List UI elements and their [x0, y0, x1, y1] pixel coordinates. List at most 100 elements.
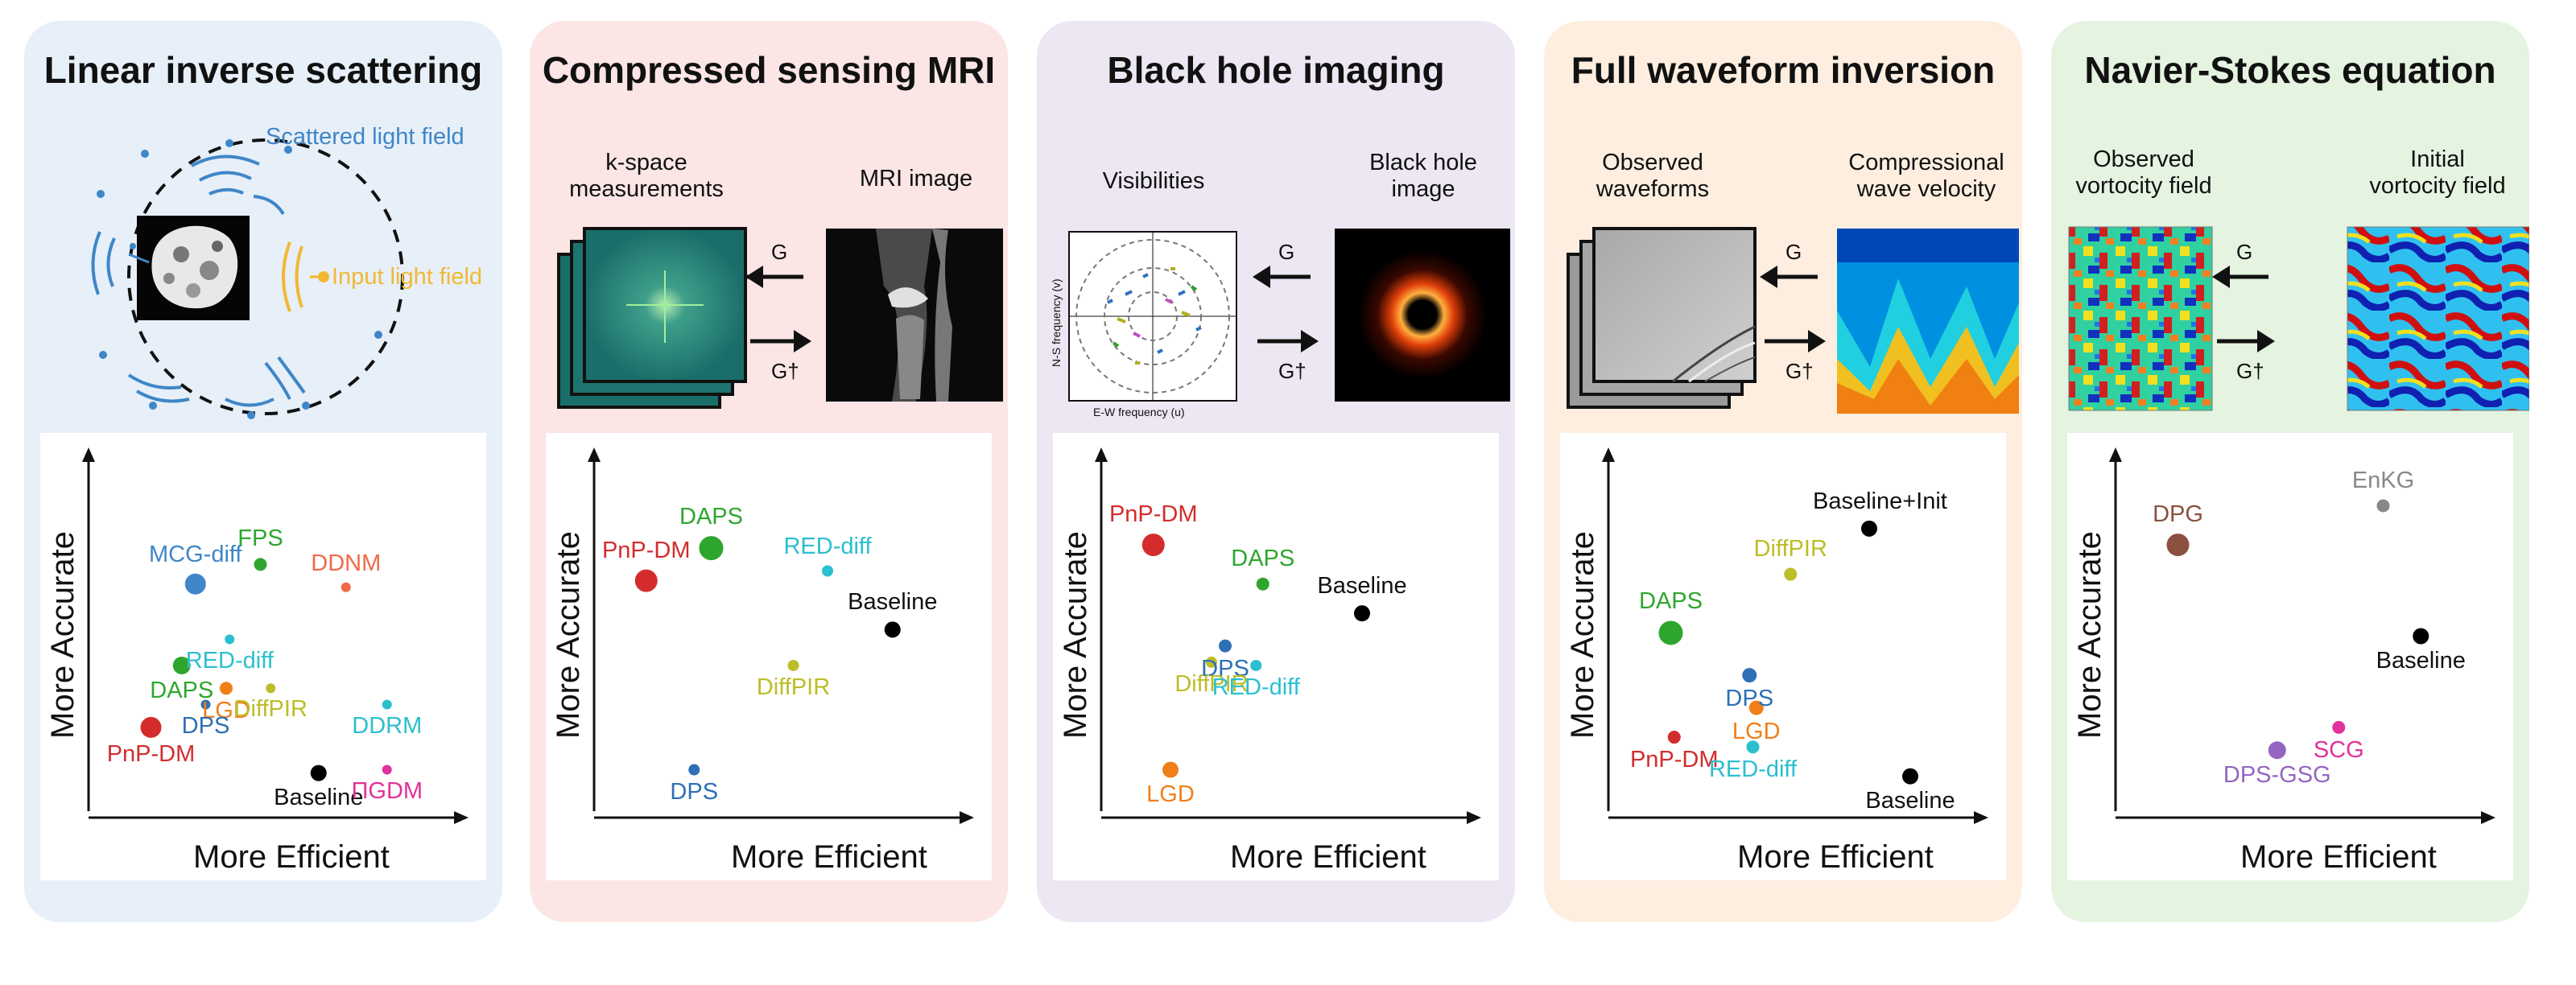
axes — [2109, 447, 2496, 824]
point-lgd — [1162, 761, 1179, 778]
y-axis-label: More Accurate — [1565, 531, 1600, 739]
point-ddnm — [341, 582, 351, 592]
point-label: DPS-GSG — [2223, 762, 2331, 789]
left-image-label: k-space measurements — [569, 150, 724, 202]
adjoint-operator: G† — [771, 359, 799, 383]
point-label: DAPS — [1639, 588, 1703, 615]
point-red-diff — [1746, 740, 1760, 754]
point-label: SCG — [2313, 736, 2364, 763]
point-daps — [172, 656, 191, 674]
point-pnp-dm — [634, 569, 658, 592]
adjoint-operator: G† — [2236, 359, 2264, 383]
waveform-illustration: Observed waveforms Compressional wave ve… — [1544, 21, 2022, 439]
x-axis-label: More Efficient — [2240, 839, 2437, 875]
point-label: PnP-DM — [106, 740, 196, 767]
point-pnp-dm — [140, 716, 162, 738]
point-baseline — [1354, 605, 1370, 622]
y-axis-label: More Accurate — [1058, 531, 1093, 739]
y-axis-label: More Accurate — [2072, 531, 2107, 739]
point-baseline-init — [1861, 520, 1877, 537]
axes — [1602, 447, 1988, 824]
axes — [82, 447, 469, 824]
point-label: LGD — [1146, 781, 1195, 807]
point-label: DPG — [2153, 501, 2203, 528]
point-baseline — [884, 621, 901, 638]
forward-operator: G — [1785, 240, 1802, 264]
panel-title: Black hole imaging — [1107, 49, 1445, 91]
x-axis-label: More Efficient — [731, 839, 927, 875]
uv-x-axis-label: E-W frequency (u) — [1093, 406, 1185, 418]
forward-operator: G — [1278, 240, 1295, 264]
panel-title: Compressed sensing MRI — [542, 49, 996, 91]
point-label: Baseline — [274, 784, 364, 810]
point-lgd — [1748, 700, 1764, 715]
right-image-label: Initial vortocity field — [2369, 146, 2506, 199]
point-pnp-dm — [1667, 731, 1681, 744]
panel-full-waveform-inversion: Full waveform inversion Obse — [1544, 21, 2022, 922]
x-axis-label: More Efficient — [1737, 839, 1934, 875]
left-image-label: Observed vortocity field — [2075, 146, 2212, 199]
panel-linear-inverse-scattering: Linear inverse scattering — [24, 21, 502, 922]
point-label: DiffPIR — [233, 696, 308, 723]
axes — [1095, 447, 1481, 824]
point-baseline — [310, 765, 327, 781]
point-label: LGD — [1732, 718, 1781, 744]
point-label: DDNM — [311, 550, 382, 576]
point-label: DPS — [1725, 686, 1774, 712]
point-label: PnP-DM — [1108, 501, 1198, 528]
point-baseline — [1902, 768, 1918, 785]
panel-black-hole-imaging: Black hole imaging — [1037, 21, 1515, 922]
scatter-svg — [1095, 447, 1481, 824]
y-axis-label: More Accurate — [551, 531, 586, 739]
point-label: DDRM — [352, 712, 423, 739]
point-lgd — [220, 682, 233, 695]
point-label: ΠGDM — [351, 777, 423, 804]
scatter-plot: More Accurate More Efficient Baseline+In… — [1560, 433, 2006, 880]
point-label: FPS — [237, 525, 283, 552]
point-label: DiffPIR — [1753, 535, 1827, 562]
adjoint-operator: G† — [1278, 359, 1307, 383]
point-diffpir — [1206, 656, 1217, 668]
panel-title: Full waveform inversion — [1571, 49, 1996, 91]
point-label: DAPS — [150, 677, 214, 703]
point-enkg — [2376, 499, 2390, 513]
point-label: PnP-DM — [1629, 747, 1719, 773]
point-baseline — [2413, 628, 2429, 645]
point-label: Baseline — [1317, 573, 1407, 600]
point-dps — [688, 764, 700, 776]
left-image-label: Visibilities — [1102, 168, 1205, 194]
input-light-label: Input light field — [332, 264, 483, 290]
scattered-light-label: Scattered light field — [266, 124, 464, 150]
forward-operator: G — [771, 240, 788, 264]
scattering-illustration: Scattered light field Input light field — [24, 21, 502, 439]
point-label: RED-diff — [1212, 674, 1300, 700]
x-axis-label: More Efficient — [1230, 839, 1426, 875]
point-label: RED-diff — [185, 647, 274, 674]
point-label: Baseline — [848, 589, 938, 616]
right-image-label: Black hole image — [1369, 150, 1477, 202]
x-axis-label: More Efficient — [193, 839, 390, 875]
point-pnp-dm — [1141, 534, 1165, 557]
adjoint-operator: G† — [1785, 359, 1814, 383]
vorticity-illustration: Observed vortocity field Initial vortoci… — [2051, 21, 2530, 439]
point-red-diff — [1250, 659, 1262, 671]
point-diffpir — [1784, 567, 1798, 581]
point-label: DAPS — [679, 504, 743, 530]
point-daps — [1658, 620, 1683, 645]
scatter-svg — [1602, 447, 1988, 824]
point-label: DPS — [1201, 655, 1249, 682]
point-dpg — [2166, 534, 2190, 557]
forward-operator: G — [2236, 240, 2253, 264]
left-image-label: Observed waveforms — [1596, 150, 1710, 202]
point-scg — [2332, 720, 2346, 734]
scatter-svg — [2109, 447, 2496, 824]
point-fps — [254, 558, 267, 571]
scatter-svg — [82, 447, 469, 824]
right-image-label: MRI image — [859, 166, 973, 192]
panel-compressed-sensing-mri: Compressed sensing MRI k-space meas — [530, 21, 1008, 922]
point-daps — [1256, 577, 1269, 591]
point-label: DAPS — [1231, 545, 1295, 571]
point-dps — [200, 699, 211, 710]
y-axis-label: More Accurate — [45, 531, 80, 739]
